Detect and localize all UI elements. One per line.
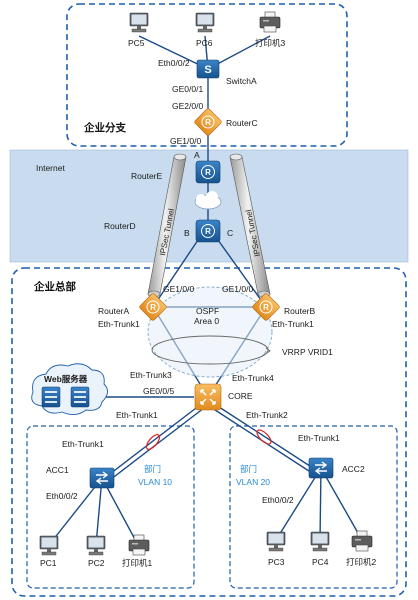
label-core-trunk1: Eth-Trunk1: [116, 410, 158, 420]
label-web-server: Web服务器: [44, 374, 88, 384]
label-vrrp: VRRP VRID1: [282, 347, 333, 357]
label-rb-ge: GE1/0/0: [222, 284, 253, 294]
label-acc2-trunk: Eth-Trunk1: [298, 433, 340, 443]
pc6-icon: [195, 12, 215, 33]
label-trunk4: Eth-Trunk4: [232, 373, 274, 383]
ipsec-tunnel-right: [229, 153, 271, 298]
label-port-a: A: [194, 150, 200, 160]
server-icon-2: [70, 386, 90, 408]
hq-title: 企业总部: [33, 280, 76, 293]
label-ospf: OSPF: [196, 306, 219, 316]
label-vlan20: VLAN 20: [236, 477, 270, 487]
router-a-icon: R: [139, 293, 167, 321]
printer3-icon: [259, 11, 281, 33]
pc1-icon: [39, 535, 59, 556]
internet-cloud-icon: [194, 191, 222, 210]
pc4-icon: [310, 531, 330, 552]
label-pc6: PC6: [196, 38, 213, 48]
label-pc5: PC5: [128, 38, 145, 48]
router-e-icon: R: [195, 160, 221, 184]
pc2-icon: [86, 535, 106, 556]
label-vlan10: VLAN 10: [138, 477, 172, 487]
svg-text:R: R: [263, 303, 269, 312]
core-switch-icon: [194, 383, 222, 411]
internet-title: Internet: [36, 163, 65, 173]
switch-a-icon: S: [196, 59, 220, 79]
label-pc4: PC4: [312, 557, 329, 567]
label-rb-trunk: Eth-Trunk1: [272, 319, 314, 329]
label-ge100: GE1/0/0: [170, 136, 201, 146]
label-port-b: B: [184, 228, 190, 238]
ospf-area-ellipse: [147, 286, 273, 378]
link-acc1-pc2: [95, 477, 103, 546]
trunk-oval-right: [256, 429, 272, 445]
label-acc2-port: Eth0/0/2: [262, 495, 294, 505]
label-pc1: PC1: [40, 558, 57, 568]
label-ra-ge: GE1/0/0: [163, 284, 194, 294]
router-d-icon: R: [195, 219, 221, 243]
link-core-acc1-a: [101, 404, 201, 481]
svg-text:S: S: [204, 64, 211, 76]
label-router-c: RouterC: [226, 118, 258, 128]
acc1-switch-icon: [89, 467, 115, 489]
label-dept-right: 部门: [240, 464, 257, 474]
printer1-icon: [128, 534, 150, 556]
svg-text:R: R: [205, 227, 211, 236]
label-ra-trunk: Eth-Trunk1: [98, 319, 140, 329]
branch-region: [66, 3, 348, 147]
vrrp-arrow: [261, 347, 271, 357]
router-c-icon: R: [194, 108, 222, 136]
label-ge200: GE2/0/0: [172, 101, 203, 111]
label-acc1-port: Eth0/0/2: [46, 491, 78, 501]
label-router-d: RouterD: [104, 221, 136, 231]
link-routerd-routera: [152, 239, 199, 308]
label-branch-eth002: Eth0/0/2: [158, 58, 190, 68]
label-pc3: PC3: [268, 557, 285, 567]
link-routerd-routerb: [217, 239, 267, 308]
link-acc1-printer1: [101, 477, 139, 546]
label-core: CORE: [228, 391, 253, 401]
link-acc1-pc1: [48, 477, 103, 546]
svg-text:R: R: [150, 303, 156, 312]
label-acc1-trunk: Eth-Trunk1: [62, 439, 104, 449]
label-router-e: RouterE: [131, 171, 163, 181]
label-core-ge: GE0/0/5: [143, 386, 174, 396]
dept-right-region: [229, 425, 398, 589]
label-area: Area 0: [194, 316, 219, 326]
label-printer3: 打印机3: [255, 38, 286, 48]
label-printer2: 打印机2: [346, 557, 377, 567]
label-router-a: RouterA: [98, 306, 130, 316]
printer2-icon: [351, 530, 373, 552]
label-printer1: 打印机1: [122, 558, 153, 568]
server-icon-1: [41, 386, 61, 408]
web-server-group: [31, 363, 108, 415]
link-acc2-printer2: [320, 467, 363, 541]
label-acc1: ACC1: [46, 465, 69, 475]
label-router-b: RouterB: [284, 306, 316, 316]
svg-text:R: R: [205, 118, 211, 127]
label-ge001: GE0/0/1: [172, 84, 203, 94]
link-acc2-pc3: [275, 467, 322, 541]
trunk-oval-left: [145, 434, 161, 450]
pc3-icon: [266, 531, 286, 552]
dept-left-region: [26, 425, 195, 589]
hq-region: [11, 267, 407, 597]
label-dept-left: 部门: [144, 464, 161, 474]
label-core-trunk2: Eth-Trunk2: [246, 410, 288, 420]
router-b-icon: R: [252, 293, 280, 321]
label-acc2: ACC2: [342, 464, 365, 474]
label-trunk3: Eth-Trunk3: [130, 370, 172, 380]
pc5-icon: [129, 12, 149, 33]
link-core-acc2-a: [215, 404, 317, 471]
branch-title: 企业分支: [83, 121, 126, 134]
svg-text:R: R: [205, 168, 211, 177]
link-pc5-switch: [138, 35, 209, 70]
acc2-switch-icon: [308, 457, 334, 479]
label-switch-a: SwitchA: [226, 76, 257, 86]
label-port-c: C: [227, 228, 233, 238]
link-acc2-pc4: [319, 467, 322, 541]
label-pc2: PC2: [88, 558, 105, 568]
